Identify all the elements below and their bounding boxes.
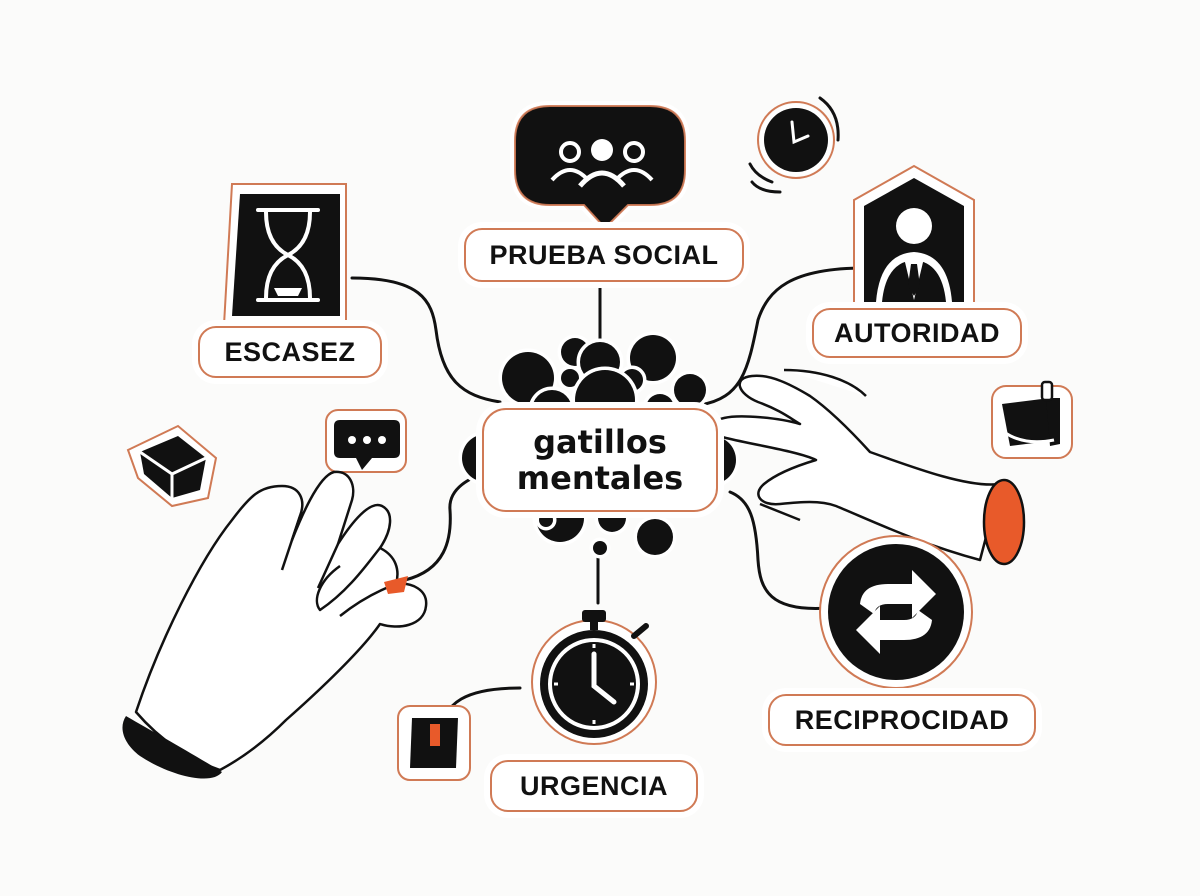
node-escasez[interactable]: ESCASEZ <box>198 326 382 378</box>
left-hand-illustration <box>134 470 428 772</box>
central-topic-line-2: mentales <box>516 459 684 497</box>
social-group-chat-icon <box>510 101 690 236</box>
connector-reciprocidad <box>728 490 830 610</box>
hourglass-icon <box>222 183 347 326</box>
node-autoridad-label: AUTORIDAD <box>834 317 1000 348</box>
small-clock-icon <box>748 96 840 194</box>
node-autoridad[interactable]: AUTORIDAD <box>812 308 1022 358</box>
right-hand-cuff <box>982 478 1026 566</box>
connector-escasez <box>350 276 502 404</box>
cube-icon <box>126 424 218 508</box>
node-reciprocidad[interactable]: RECIPROCIDAD <box>768 694 1036 746</box>
left-fingertip-accent <box>384 576 408 594</box>
chat-bubble-icon <box>325 409 407 473</box>
node-escasez-label: ESCASEZ <box>224 336 356 367</box>
left-hand-cuff <box>122 716 222 779</box>
package-icon <box>397 705 471 781</box>
node-urgencia[interactable]: URGENCIA <box>490 760 698 812</box>
node-prueba-social-label: PRUEBA SOCIAL <box>489 239 719 270</box>
node-prueba-social[interactable]: PRUEBA SOCIAL <box>464 228 744 282</box>
right-hand-illustration <box>711 368 1002 562</box>
connector-left-hand <box>403 468 492 582</box>
node-urgencia-label: URGENCIA <box>519 770 668 801</box>
connector-autoridad <box>698 266 867 407</box>
businessman-icon <box>853 164 975 311</box>
central-topic[interactable]: gatillos mentales <box>482 408 718 512</box>
node-reciprocidad-label: RECIPROCIDAD <box>794 704 1010 735</box>
toolbox-icon <box>991 380 1073 459</box>
stopwatch-icon <box>531 610 657 745</box>
central-topic-line-1: gatillos <box>533 423 667 461</box>
exchange-arrows-icon <box>819 535 973 689</box>
